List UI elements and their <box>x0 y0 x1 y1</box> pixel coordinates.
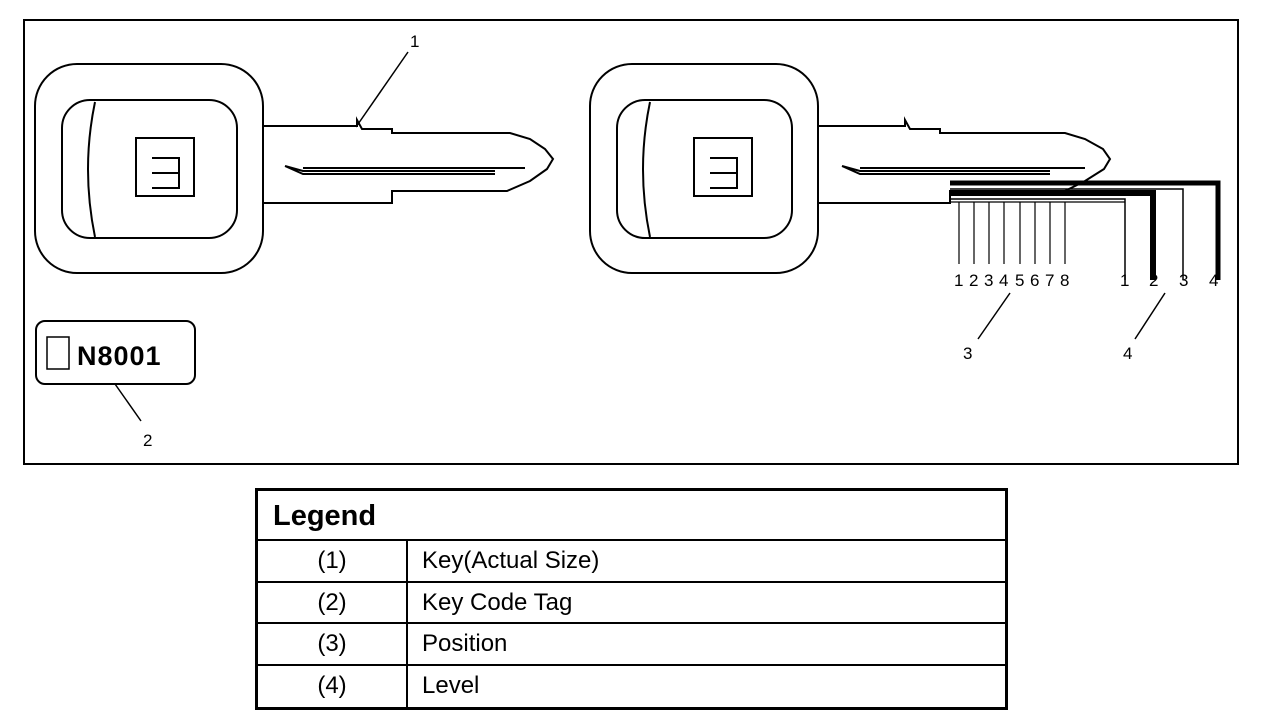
position-numbers: 1 2 3 4 5 6 7 8 <box>954 271 1069 290</box>
legend-table: Legend (1) Key(Actual Size) (2) Key Code… <box>255 488 1008 710</box>
key-head-curve <box>87 101 96 238</box>
key-blade-groove <box>284 165 525 175</box>
key-logo <box>135 137 195 197</box>
level-num-4: 4 <box>1209 271 1218 290</box>
level-num-3: 3 <box>1179 271 1188 290</box>
key-code-tag: N8001 <box>35 320 196 385</box>
level-line-2 <box>950 190 1156 280</box>
legend-row-description: Position <box>422 630 508 657</box>
key2-head-outer <box>589 63 819 274</box>
key-diagram-svg: 1 N8001 2 <box>34 32 1221 450</box>
position-num-8: 8 <box>1060 271 1069 290</box>
callout-2-label: 2 <box>143 431 152 450</box>
position-lines <box>950 201 1125 264</box>
level-line-1 <box>950 198 1126 280</box>
key2-logo <box>693 137 753 197</box>
position-num-3: 3 <box>984 271 993 290</box>
position-num-5: 5 <box>1015 271 1024 290</box>
level-numbers: 1 2 3 4 <box>1120 271 1218 290</box>
callout-3-leader <box>977 292 1011 340</box>
tag-code-text: N8001 <box>77 341 162 371</box>
legend-row-number: (2) <box>258 582 408 622</box>
level-lines <box>950 180 1221 280</box>
level-num-2: 2 <box>1149 271 1158 290</box>
legend-title: Legend <box>258 491 1005 541</box>
level-line-3 <box>950 188 1184 280</box>
level-line-4 <box>950 180 1221 280</box>
legend-row-number: (1) <box>258 541 408 581</box>
legend-row-number: (3) <box>258 624 408 664</box>
key-logo-mark <box>152 157 180 189</box>
callout-4-leader <box>1134 292 1166 340</box>
key-diagram-figure: 1 N8001 2 <box>23 19 1239 465</box>
legend-row-description: Key Code Tag <box>422 588 573 616</box>
key-with-cut-scale <box>589 63 1112 274</box>
position-num-4: 4 <box>999 271 1008 290</box>
legend-row: (1) Key(Actual Size) <box>258 541 1005 583</box>
legend-row: (4) Level <box>258 665 1005 707</box>
key2-logo-mark <box>710 157 738 189</box>
callout-4-label: 4 <box>1123 344 1132 363</box>
callout-2-leader <box>114 383 142 422</box>
legend-row-description: Key(Actual Size) <box>422 547 600 574</box>
callout-1-leader <box>355 51 409 128</box>
legend-row-number: (4) <box>258 665 408 707</box>
key-head-outer <box>34 63 264 274</box>
key-head-inner <box>61 99 238 239</box>
key-blade <box>263 116 555 204</box>
position-num-2: 2 <box>969 271 978 290</box>
tag-blank-box <box>46 336 70 370</box>
legend-row-description: Level <box>422 671 480 699</box>
position-num-7: 7 <box>1045 271 1054 290</box>
legend-row: (2) Key Code Tag <box>258 582 1005 624</box>
key2-head-inner <box>616 99 793 239</box>
position-num-6: 6 <box>1030 271 1039 290</box>
legend-row: (3) Position <box>258 624 1005 666</box>
key2-head-curve <box>642 101 651 238</box>
callout-1-label: 1 <box>410 32 419 51</box>
key-actual-size <box>34 63 555 274</box>
position-num-1: 1 <box>954 271 963 290</box>
key2-blade-groove <box>841 165 1085 175</box>
level-num-1: 1 <box>1120 271 1129 290</box>
callout-3-label: 3 <box>963 344 972 363</box>
